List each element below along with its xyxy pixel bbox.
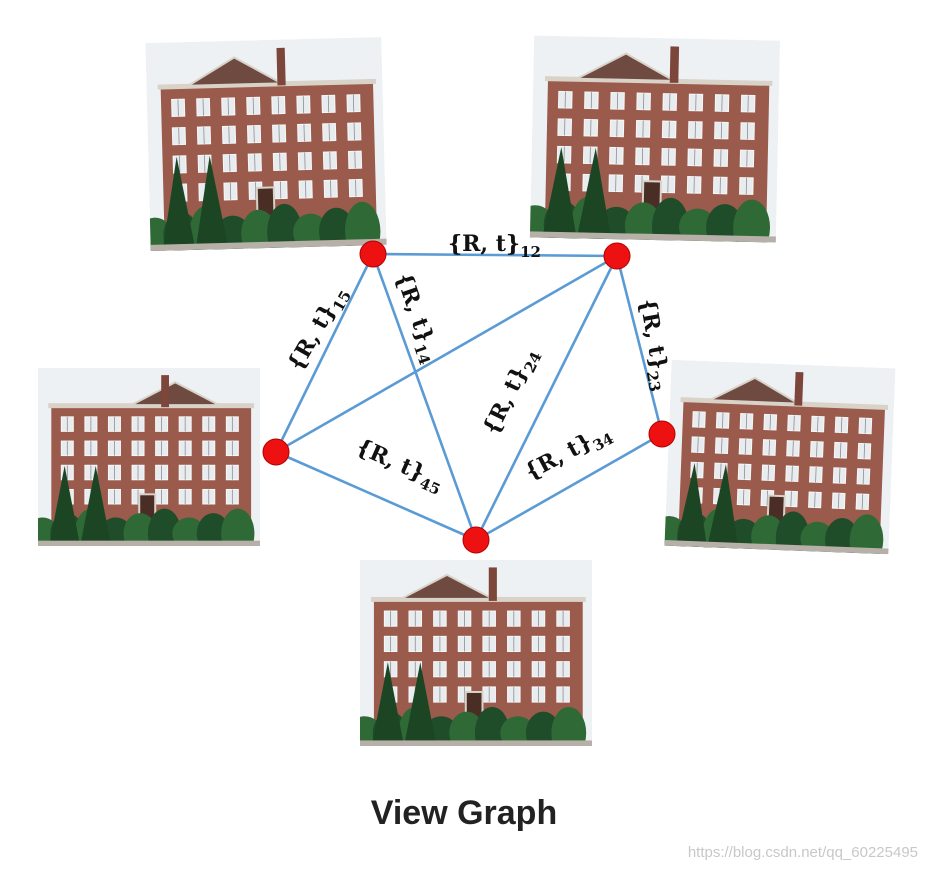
edge-4-5 — [275, 450, 477, 542]
edge-label-23: {R, t}23 — [630, 297, 676, 394]
building-photo-view-4 — [360, 560, 592, 746]
edge-2-4 — [474, 255, 619, 541]
building-photo-view-1 — [145, 36, 387, 252]
edge-1-2 — [372, 252, 618, 258]
node-4 — [462, 526, 490, 554]
edge-3-4 — [475, 432, 663, 542]
node-1 — [359, 240, 387, 268]
edges-layer — [274, 252, 664, 542]
building-photo-view-2 — [529, 35, 781, 243]
edge-2-5 — [275, 254, 618, 454]
node-2 — [603, 242, 631, 270]
nodes-layer — [262, 240, 676, 554]
edge-label-34: {R, t}34 — [521, 419, 617, 489]
building-photo-view-5 — [38, 368, 260, 546]
edge-label-12: {R, t}12 — [448, 231, 541, 261]
edge-1-4 — [371, 253, 478, 541]
edge-label-24: {R, t}24 — [478, 344, 546, 441]
node-5 — [262, 438, 290, 466]
edge-2-3 — [615, 255, 664, 435]
watermark-text: https://blog.csdn.net/qq_60225495 — [687, 844, 918, 861]
diagram-caption: View Graph — [370, 794, 558, 832]
node-3 — [648, 420, 676, 448]
building-photo-view-3 — [664, 359, 896, 555]
edge-label-45: {R, t}45 — [351, 434, 448, 499]
edge-1-5 — [274, 253, 375, 453]
